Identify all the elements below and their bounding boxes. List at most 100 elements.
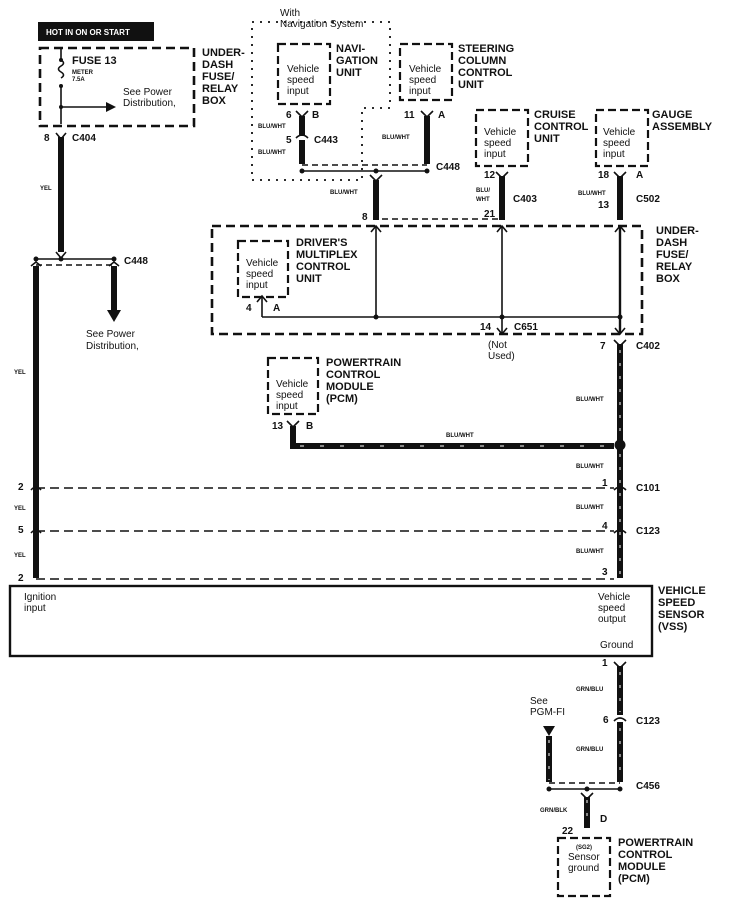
- svg-text:GRN/BLU: GRN/BLU: [576, 747, 603, 753]
- svg-text:METER: METER: [72, 70, 94, 76]
- svg-text:CONTROL: CONTROL: [296, 261, 351, 273]
- connector-c502: C502: [636, 194, 660, 205]
- svg-text:VEHICLE: VEHICLE: [658, 585, 706, 597]
- connector-c123: C123: [636, 526, 660, 537]
- svg-text:2: 2: [18, 482, 24, 493]
- svg-text:speed: speed: [598, 603, 625, 614]
- svg-text:STEERING: STEERING: [458, 43, 514, 55]
- svg-text:5: 5: [18, 525, 24, 536]
- svg-text:MULTIPLEX: MULTIPLEX: [296, 249, 358, 261]
- svg-text:NAVI-: NAVI-: [336, 43, 365, 55]
- fuse-box-top-name: UNDER- DASH FUSE/ RELAY BOX: [202, 47, 245, 107]
- svg-text:B: B: [312, 110, 319, 121]
- svg-text:Vehicle: Vehicle: [484, 127, 517, 138]
- svg-text:input: input: [24, 603, 46, 614]
- svg-text:BLU/WHT: BLU/WHT: [258, 150, 286, 156]
- svg-text:Ground: Ground: [600, 640, 633, 651]
- vss-name: VEHICLE SPEED SENSOR (VSS): [658, 585, 706, 633]
- vss-box: [8, 584, 654, 658]
- svg-text:A: A: [438, 110, 445, 121]
- svg-text:speed: speed: [603, 138, 630, 149]
- svg-text:BOX: BOX: [202, 95, 227, 107]
- fuse-box-mid-name: UNDER- DASH FUSE/ RELAY BOX: [656, 225, 699, 285]
- svg-text:BLU/: BLU/: [476, 188, 490, 194]
- svg-text:input: input: [484, 149, 506, 160]
- connector-c448-top: [299, 164, 430, 174]
- arrow-right-icon: [106, 102, 116, 112]
- svg-text:YEL: YEL: [14, 370, 26, 376]
- svg-text:5: 5: [286, 135, 292, 146]
- svg-text:See Power: See Power: [123, 87, 173, 98]
- svg-text:1: 1: [602, 478, 608, 489]
- svg-text:Distribution,: Distribution,: [86, 341, 139, 352]
- svg-text:YEL: YEL: [40, 186, 52, 192]
- svg-text:MODULE: MODULE: [618, 861, 666, 873]
- svg-text:UNDER-: UNDER-: [202, 47, 245, 59]
- cruise-unit-box: [474, 108, 530, 168]
- svg-text:BLU/WHT: BLU/WHT: [446, 433, 474, 439]
- svg-text:Vehicle: Vehicle: [598, 592, 631, 603]
- svg-text:DASH: DASH: [202, 59, 233, 71]
- svg-text:input: input: [603, 149, 625, 160]
- svg-text:SPEED: SPEED: [658, 597, 695, 609]
- svg-text:MODULE: MODULE: [326, 381, 374, 393]
- svg-text:Vehicle: Vehicle: [246, 258, 279, 269]
- svg-text:UNIT: UNIT: [534, 133, 560, 145]
- svg-text:D: D: [600, 814, 607, 825]
- connector-c443: C443: [314, 135, 338, 146]
- fuse-name: FUSE 13: [72, 55, 117, 67]
- connector-c402: C402: [636, 341, 660, 352]
- svg-text:GAUGE: GAUGE: [652, 109, 692, 121]
- svg-text:A: A: [636, 170, 643, 181]
- svg-text:BLU/WHT: BLU/WHT: [578, 191, 606, 197]
- svg-text:3: 3: [602, 567, 608, 578]
- svg-text:BLU/WHT: BLU/WHT: [576, 397, 604, 403]
- svg-text:13: 13: [598, 200, 610, 211]
- svg-text:UNIT: UNIT: [336, 67, 362, 79]
- steering-unit-box: [398, 42, 454, 102]
- svg-text:speed: speed: [276, 390, 303, 401]
- svg-text:Ignition: Ignition: [24, 592, 56, 603]
- svg-text:POWERTRAIN: POWERTRAIN: [618, 837, 693, 849]
- steering-unit-name: STEERING COLUMN CONTROL UNIT: [458, 43, 514, 91]
- connector-c403: C403: [513, 194, 537, 205]
- svg-text:21: 21: [484, 209, 496, 220]
- svg-text:speed: speed: [409, 75, 436, 86]
- svg-text:BLU/WHT: BLU/WHT: [576, 464, 604, 470]
- svg-text:8: 8: [44, 133, 50, 144]
- svg-text:A: A: [273, 303, 280, 314]
- svg-text:Navigation System: Navigation System: [280, 19, 363, 30]
- svg-text:output: output: [598, 614, 626, 625]
- svg-text:Vehicle: Vehicle: [287, 64, 320, 75]
- nav-unit-name: NAVI- GATION UNIT: [336, 43, 378, 79]
- svg-text:(PCM): (PCM): [326, 393, 358, 405]
- connector-c651: C651: [514, 322, 538, 333]
- svg-text:COLUMN: COLUMN: [458, 55, 506, 67]
- svg-text:SENSOR: SENSOR: [658, 609, 705, 621]
- connector-c404: C404: [72, 133, 96, 144]
- svg-text:ASSEMBLY: ASSEMBLY: [652, 121, 713, 133]
- svg-text:YEL: YEL: [14, 506, 26, 512]
- svg-text:13: 13: [272, 421, 284, 432]
- svg-text:BLU/WHT: BLU/WHT: [258, 124, 286, 130]
- svg-text:4: 4: [246, 303, 252, 314]
- svg-text:CONTROL: CONTROL: [534, 121, 589, 133]
- svg-text:GATION: GATION: [336, 55, 378, 67]
- power-label: HOT IN ON OR START: [46, 28, 130, 37]
- svg-text:input: input: [276, 401, 298, 412]
- svg-text:4: 4: [602, 521, 608, 532]
- svg-text:speed: speed: [246, 269, 273, 280]
- svg-text:RELAY: RELAY: [202, 83, 239, 95]
- svg-text:CRUISE: CRUISE: [534, 109, 576, 121]
- svg-text:22: 22: [562, 826, 574, 837]
- svg-text:speed: speed: [287, 75, 314, 86]
- svg-text:RELAY: RELAY: [656, 261, 693, 273]
- svg-text:input: input: [246, 280, 268, 291]
- svg-text:ground: ground: [568, 863, 599, 874]
- svg-text:(SG2): (SG2): [576, 845, 592, 851]
- svg-text:input: input: [409, 86, 431, 97]
- svg-text:12: 12: [484, 170, 496, 181]
- svg-text:Vehicle: Vehicle: [603, 127, 636, 138]
- svg-text:BLU/WHT: BLU/WHT: [330, 190, 358, 196]
- pcm-top-box: [266, 356, 320, 416]
